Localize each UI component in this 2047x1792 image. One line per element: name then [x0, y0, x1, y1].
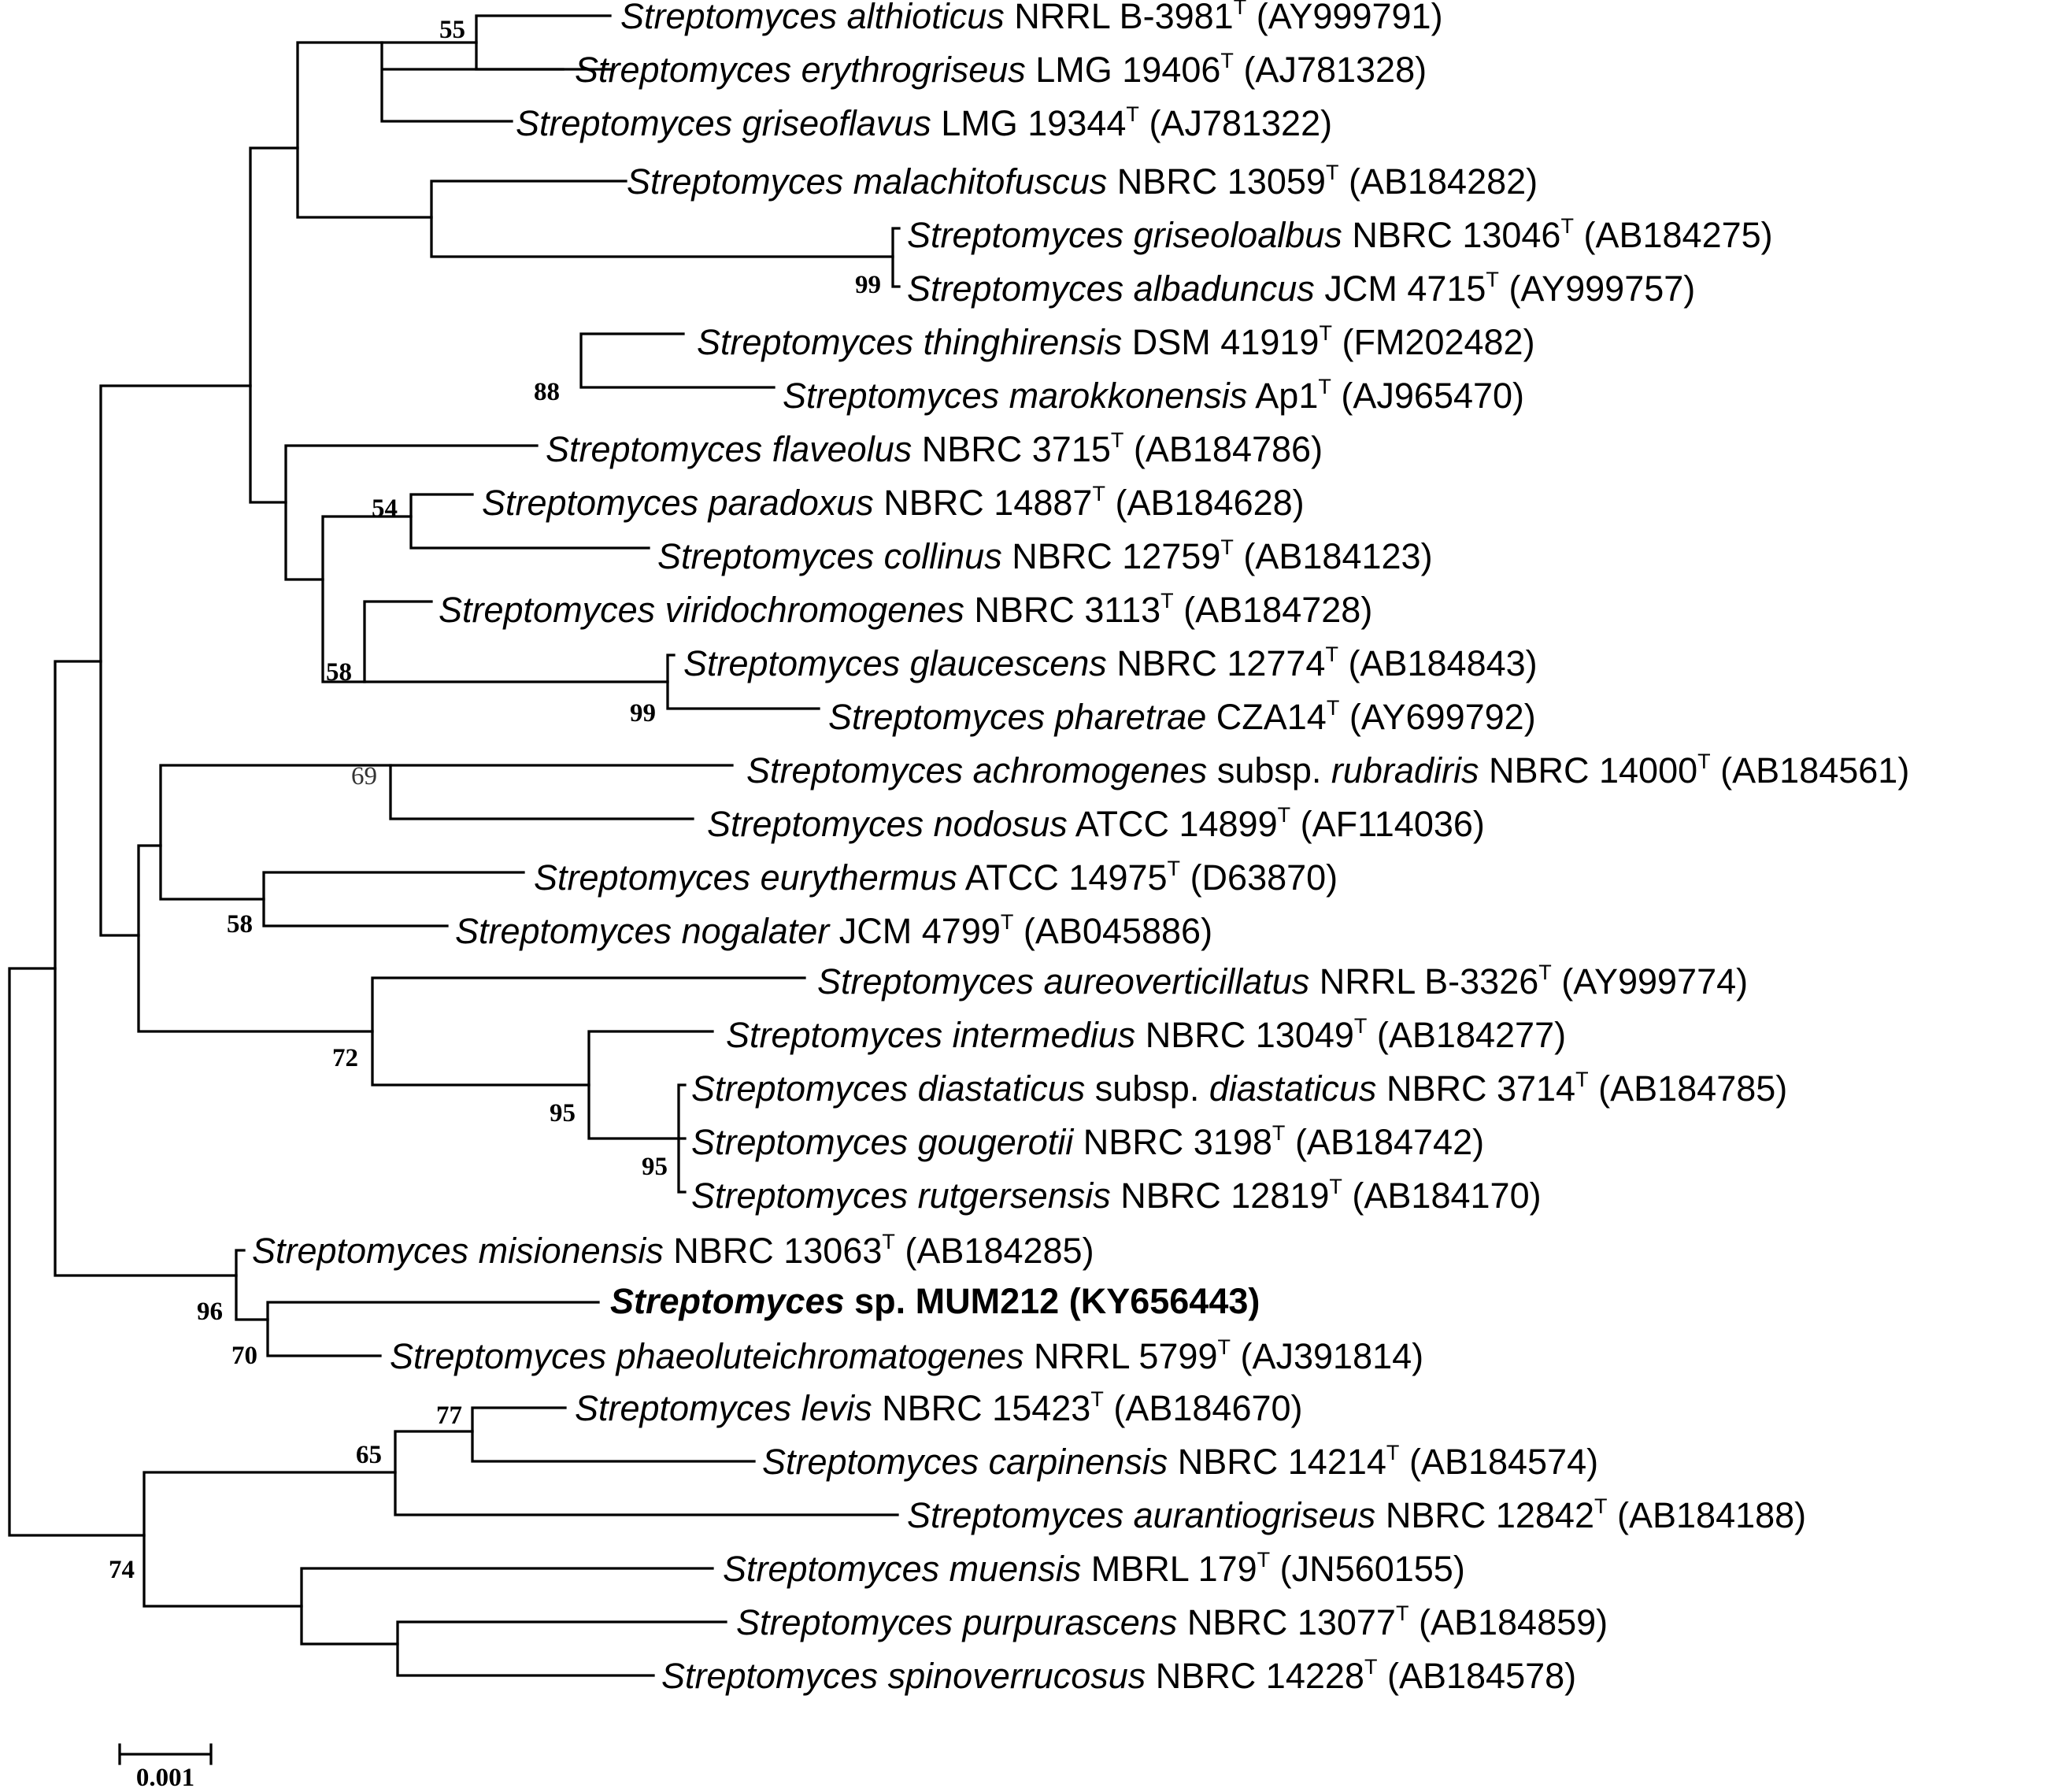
taxon-label: Streptomyces pharetrae CZA14T (AY699792) [828, 696, 1536, 737]
taxon-label: Streptomyces paradoxus NBRC 14887T (AB18… [482, 482, 1305, 523]
taxon-label: Streptomyces glaucescens NBRC 12774T (AB… [683, 642, 1538, 683]
taxon-label: Streptomyces intermedius NBRC 13049T (AB… [726, 1014, 1566, 1055]
tree-branches [8, 14, 901, 1677]
bootstrap-value: 65 [356, 1441, 382, 1469]
bootstrap-value: 58 [326, 658, 352, 687]
taxon-label: Streptomyces aurantiogriseus NBRC 12842T… [907, 1494, 1806, 1535]
taxon-label: Streptomyces aureoverticillatus NRRL B-3… [817, 961, 1748, 1002]
bootstrap-value: 99 [630, 699, 656, 728]
branch-purpurascens [396, 1620, 727, 1677]
taxon-label: Streptomyces misionensis NBRC 13063T (AB… [252, 1230, 1094, 1271]
taxon-label: Streptomyces levis NBRC 15423T (AB184670… [575, 1387, 1303, 1428]
bootstrap-value: 77 [436, 1401, 462, 1430]
bootstrap-value: 72 [332, 1044, 358, 1072]
branch-node-58b [262, 871, 525, 927]
bootstrap-value: 74 [109, 1556, 135, 1584]
taxon-label: Streptomyces malachitofuscus NBRC 13059T… [627, 161, 1538, 202]
taxon-label: Streptomyces diastaticus subsp. diastati… [691, 1068, 1787, 1109]
branch-group-c1 [159, 764, 392, 901]
branch-group-a [249, 146, 299, 504]
branch-group-c [137, 844, 374, 1033]
branch-node-95b [677, 1083, 687, 1194]
taxon-labels: Streptomyces althioticus NRRL B-3981T (A… [252, 0, 1909, 1696]
branch-node-72 [371, 976, 806, 1087]
taxon-label: Streptomyces purpurascens NBRC 13077T (A… [736, 1601, 1608, 1642]
branch-node-77 [471, 1406, 756, 1463]
branch-group-b1 [321, 515, 413, 683]
taxon-label: Streptomyces albaduncus JCM 4715T (AY999… [907, 268, 1695, 309]
taxon-label: Streptomyces muensis MBRL 179T (JN560155… [723, 1548, 1465, 1589]
taxon-label: Streptomyces griseoflavus LMG 19344T (AJ… [516, 102, 1332, 143]
bootstrap-value: 55 [439, 16, 465, 44]
bootstrap-value: 95 [550, 1099, 576, 1127]
branch-node-74 [143, 1471, 397, 1608]
branch-main-clade [54, 660, 238, 1277]
branch-node-96 [235, 1249, 269, 1321]
bootstrap-value: 99 [855, 271, 881, 299]
bootstrap-value: 70 [231, 1342, 257, 1370]
taxon-label: Streptomyces gougerotii NBRC 3198T (AB18… [691, 1121, 1484, 1162]
taxon-label: Streptomyces spinoverrucosus NBRC 14228T… [661, 1655, 1576, 1696]
taxon-label: Streptomyces nodosus ATCC 14899T (AF1140… [707, 803, 1485, 844]
bootstrap-value: 54 [372, 494, 398, 523]
taxon-label: Streptomyces collinus NBRC 12759T (AB184… [657, 535, 1433, 576]
taxon-label: Streptomyces marokkonensis Ap1T (AJ96547… [783, 375, 1524, 416]
taxon-label: Streptomyces achromogenes subsp. rubradi… [746, 750, 1909, 790]
branch-node-99b [666, 653, 820, 710]
taxon-label: Streptomyces thinghirensis DSM 41919T (F… [697, 321, 1535, 362]
branch-muensis-clade [300, 1567, 714, 1646]
branch-node-95a [587, 1030, 714, 1140]
taxon-label: Streptomyces carpinensis NBRC 14214T (AB… [762, 1441, 1598, 1482]
taxon-label: Streptomyces erythrogriseus LMG 19406T (… [575, 49, 1427, 90]
branch-malachitofuscus [430, 180, 894, 258]
branch-node-69 [389, 764, 734, 820]
taxon-label: Streptomyces flaveolus NBRC 3715T (AB184… [546, 428, 1323, 469]
scale-bar-line [118, 1743, 213, 1765]
taxon-label: Streptomyces althioticus NRRL B-3981T (A… [620, 0, 1443, 36]
branch-node-55 [380, 41, 612, 123]
branch-group-a1 [296, 41, 433, 219]
bootstrap-value: 95 [642, 1153, 668, 1181]
taxon-label: Streptomyces viridochromogenes NBRC 3113… [439, 589, 1372, 630]
branch-node-99a [891, 227, 901, 288]
branch-node-88 [579, 332, 775, 389]
taxon-label: Streptomyces nogalater JCM 4799T (AB0458… [455, 910, 1212, 951]
branch-node-54 [409, 493, 650, 550]
taxon-label: Streptomyces eurythermus ATCC 14975T (D6… [534, 857, 1338, 898]
scale-bar: 0.001 [118, 1743, 213, 1792]
taxon-label: Streptomyces griseoloalbus NBRC 13046T (… [907, 214, 1773, 255]
branch-group-b [284, 444, 539, 581]
bootstrap-value: 96 [197, 1298, 223, 1326]
taxon-label-highlighted: Streptomyces sp. MUM212 (KY656443) [610, 1281, 1260, 1321]
scale-bar-label: 0.001 [136, 1764, 194, 1792]
branch-root [8, 967, 146, 1537]
bootstrap-value: 88 [534, 378, 560, 406]
bootstrap-value: 69 [351, 762, 377, 790]
taxon-label: Streptomyces phaeoluteichromatogenes NRR… [390, 1335, 1423, 1376]
branch-node-70 [266, 1301, 600, 1357]
bootstrap-value: 58 [227, 910, 253, 939]
branch-upper-clade [99, 384, 252, 937]
branch-griseoflavus [475, 14, 612, 71]
branch-node-58a [363, 600, 669, 683]
branch-node-65 [394, 1430, 899, 1516]
bootstrap-values: 55 99 88 54 58 99 69 58 72 95 95 96 70 7… [109, 16, 881, 1584]
taxon-label: Streptomyces rutgersensis NBRC 12819T (A… [691, 1175, 1542, 1216]
